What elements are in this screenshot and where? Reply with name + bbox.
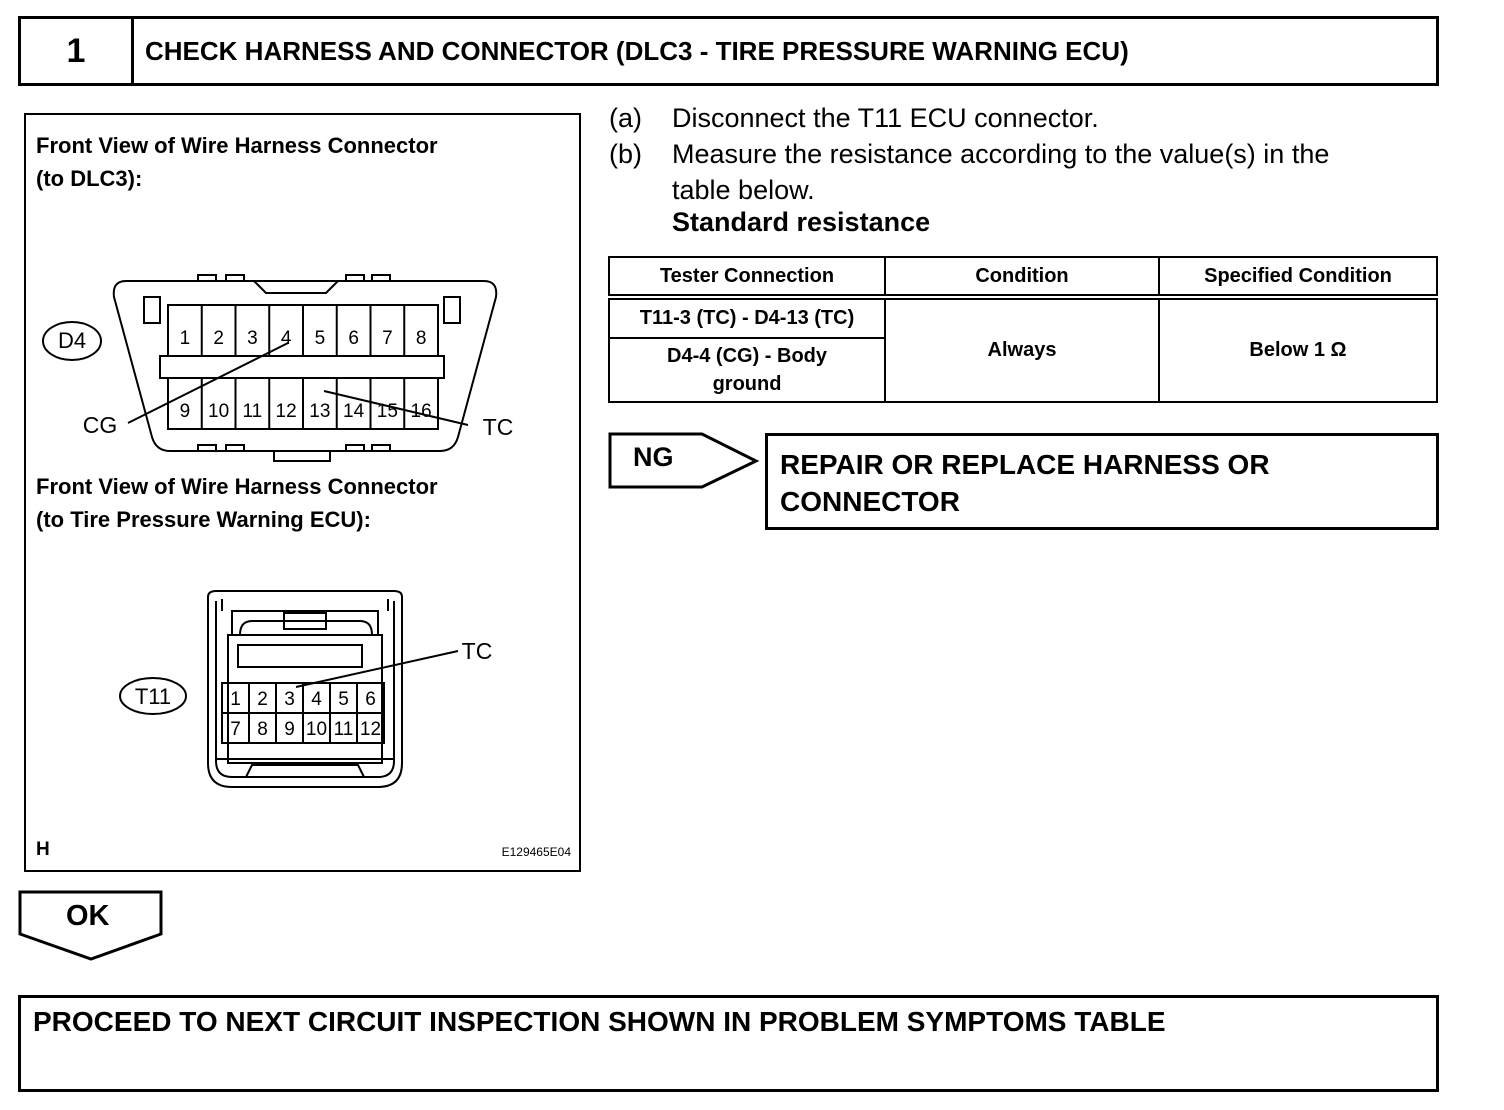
step-a-text: Disconnect the T11 ECU connector. — [672, 103, 1099, 133]
cell-connection-cg: D4-4 (CG) - Body ground — [608, 337, 886, 403]
pin-label: 16 — [411, 401, 432, 422]
ecu-caption-line2: (to Tire Pressure Warning ECU): — [36, 507, 371, 532]
table-header-row: Tester Connection Condition Specified Co… — [608, 256, 1438, 300]
ok-result-box: PROCEED TO NEXT CIRCUIT INSPECTION SHOWN… — [18, 995, 1439, 1092]
pin-label: 9 — [284, 719, 295, 740]
step-header: 1 CHECK HARNESS AND CONNECTOR (DLC3 - TI… — [18, 16, 1439, 86]
t11-tc-terminal-label: TC — [462, 638, 493, 664]
pin-label: 12 — [276, 401, 297, 422]
col-header-tester-connection: Tester Connection — [608, 256, 886, 300]
pin-label: 1 — [180, 328, 191, 349]
ng-result-line1: REPAIR OR REPLACE HARNESS OR — [780, 449, 1270, 480]
tc-terminal-label: TC — [483, 414, 514, 440]
t11-connector-drawing — [119, 590, 459, 788]
figure-code: E129465E04 — [501, 845, 571, 859]
ng-label: NG — [633, 442, 674, 472]
ng-arrow — [608, 432, 760, 489]
pin-label: 9 — [180, 401, 191, 422]
step-b-text-line2: table below. — [672, 175, 815, 205]
cell-connection-cg-line1: D4-4 (CG) - Body — [667, 345, 827, 367]
table-row: D4-4 (CG) - Body ground — [608, 337, 1437, 403]
figure-corner-mark: H — [36, 839, 50, 860]
cg-terminal-label: CG — [83, 412, 118, 438]
pin-label: 15 — [377, 401, 398, 422]
pin-label: 8 — [257, 719, 268, 740]
pin-label: 4 — [311, 689, 322, 710]
step-a: (a) Disconnect the T11 ECU connector. — [609, 100, 1449, 136]
step-b-text-line1: Measure the resistance according to the … — [672, 139, 1330, 169]
pin-label: 11 — [243, 401, 263, 422]
table-row: T11-3 (TC) - D4-13 (TC) Always Below 1 Ω — [608, 296, 1438, 403]
col-header-condition: Condition — [884, 256, 1160, 300]
step-title: CHECK HARNESS AND CONNECTOR (DLC3 - TIRE… — [145, 35, 1129, 66]
ng-result-line2: CONNECTOR — [780, 486, 960, 517]
pin-label: 6 — [348, 328, 359, 349]
pin-label: 10 — [306, 719, 327, 740]
pin-label: 7 — [230, 719, 241, 740]
cell-connection-cg-line2: ground — [712, 373, 782, 395]
step-b-letter: (b) — [609, 139, 642, 169]
pin-label: 10 — [208, 401, 229, 422]
pin-label: 1 — [230, 689, 241, 710]
resistance-table: Tester Connection Condition Specified Co… — [608, 256, 1438, 403]
cell-specified: Below 1 Ω — [1158, 296, 1438, 403]
ok-arrow — [18, 890, 163, 961]
pin-label: 11 — [334, 719, 354, 740]
step-b: (b) Measure the resistance according to … — [609, 136, 1449, 172]
dlc3-connector-drawing — [42, 274, 498, 462]
connector-figure: Front View of Wire Harness Connector (to… — [24, 113, 581, 872]
pin-label: 4 — [281, 328, 292, 349]
pin-label: 2 — [213, 328, 224, 349]
step-number: 1 — [21, 19, 134, 83]
dlc3-connector-id: D4 — [58, 328, 86, 353]
pin-label: 6 — [365, 689, 376, 710]
pin-label: 12 — [360, 719, 381, 740]
pin-label: 13 — [309, 401, 330, 422]
col-header-specified-condition: Specified Condition — [1158, 256, 1438, 300]
t11-connector-id: T11 — [135, 684, 171, 709]
pin-label: 7 — [382, 328, 393, 349]
pin-label: 2 — [257, 689, 268, 710]
cell-connection-tc: T11-3 (TC) - D4-13 (TC) — [608, 296, 886, 339]
step-a-letter: (a) — [609, 103, 642, 133]
standard-resistance-label: Standard resistance — [672, 207, 931, 237]
pin-label: 14 — [343, 401, 365, 422]
pin-label: 5 — [315, 328, 326, 349]
ok-result-text: PROCEED TO NEXT CIRCUIT INSPECTION SHOWN… — [33, 1006, 1166, 1037]
dlc3-caption-line2: (to DLC3): — [36, 166, 143, 191]
cell-condition: Always — [884, 296, 1160, 403]
ecu-caption-line1: Front View of Wire Harness Connector — [36, 474, 438, 499]
ng-result-text: REPAIR OR REPLACE HARNESS OR CONNECTOR — [780, 446, 1270, 520]
pin-label: 3 — [284, 689, 295, 710]
pin-label: 5 — [338, 689, 349, 710]
ok-label: OK — [66, 900, 110, 932]
ng-result-box: REPAIR OR REPLACE HARNESS OR CONNECTOR — [765, 433, 1439, 530]
pin-label: 8 — [416, 328, 427, 349]
dlc3-caption-line1: Front View of Wire Harness Connector — [36, 133, 438, 158]
pin-label: 3 — [247, 328, 258, 349]
